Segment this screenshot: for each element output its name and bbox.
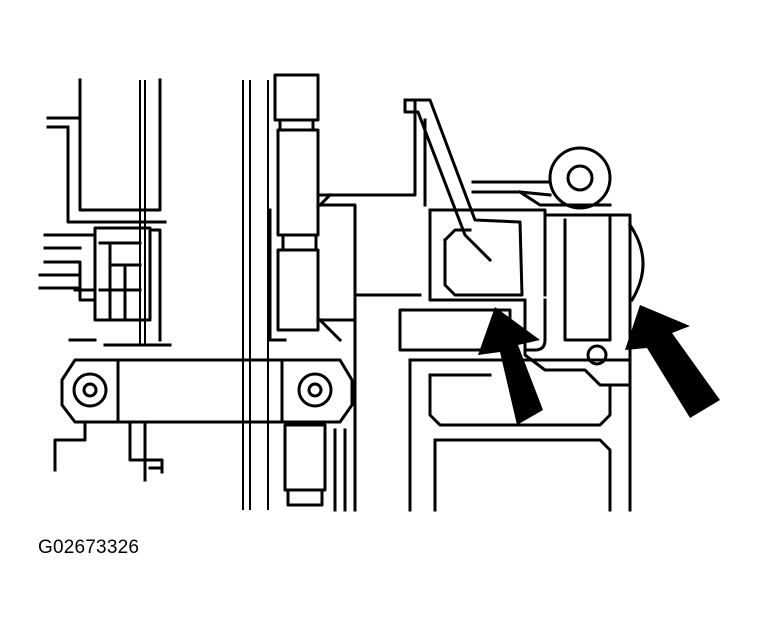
indicator-arrows <box>478 305 720 425</box>
figure-id-label: G02673326 <box>38 537 140 558</box>
arrow-left-indicator <box>478 307 543 425</box>
pulley-housing <box>428 146 645 387</box>
tensioner-arm <box>403 98 524 297</box>
link-bracket <box>60 358 354 424</box>
left-housing <box>38 78 172 347</box>
lower-block <box>53 308 632 512</box>
centerlines <box>242 80 269 510</box>
arrow-right-indicator <box>625 305 720 418</box>
center-stud <box>268 73 422 343</box>
